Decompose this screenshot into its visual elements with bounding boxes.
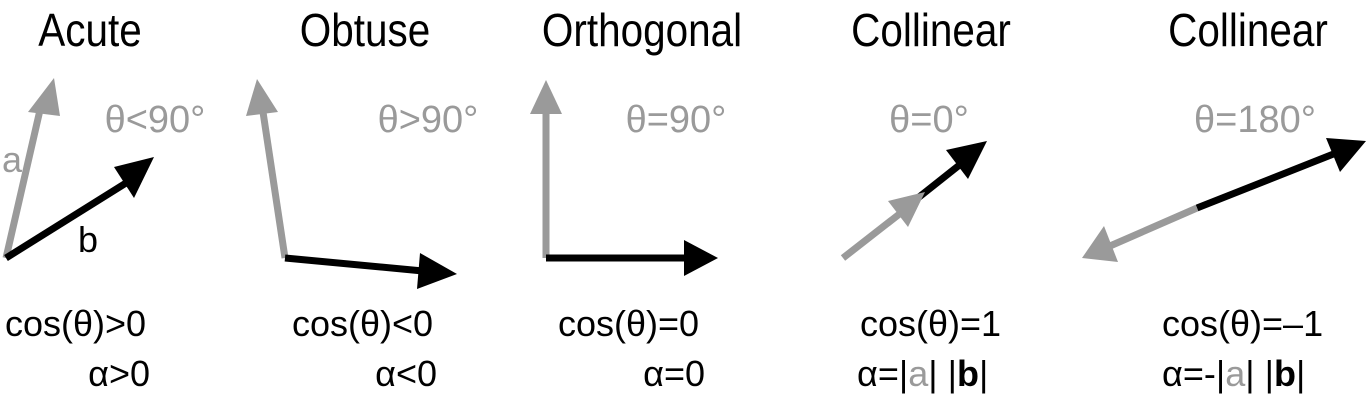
cos-formula: cos(θ)=1	[860, 303, 1001, 344]
cos-formula: cos(θ)<0	[292, 303, 433, 344]
panel-title: Collinear	[1168, 6, 1328, 57]
angle-label: θ>90°	[378, 99, 479, 141]
panel-collinear-180: Collinear θ=180° cos(θ)=–1 α=-|a| |b|	[1082, 6, 1366, 394]
vector-a	[246, 79, 289, 259]
panel-orthogonal: Orthogonal θ=90° cos(θ)=0 α=0	[530, 6, 742, 394]
vector-b	[284, 253, 457, 289]
vector-b-label: b	[78, 219, 98, 260]
panel-collinear-0: Collinear θ=0° cos(θ)=1 α=|a| |b|	[840, 6, 1011, 394]
alpha-formula: α<0	[375, 353, 437, 394]
panel-title: Obtuse	[300, 6, 430, 57]
panel-acute: Acute θ<90° a b cos(θ)>0 α>0	[2, 6, 205, 394]
panel-obtuse: Obtuse θ>90° cos(θ)<0 α<0	[246, 6, 478, 394]
vector-a	[530, 80, 562, 258]
angle-label: θ<90°	[105, 99, 206, 141]
cos-formula: cos(θ)=–1	[1162, 303, 1323, 344]
panel-title: Acute	[38, 6, 141, 57]
vector-b	[546, 240, 718, 276]
alpha-formula: α=-|a| |b|	[1162, 353, 1305, 394]
cos-formula: cos(θ)>0	[5, 303, 146, 344]
angle-label: θ=0°	[889, 99, 969, 141]
vector-a-label: a	[2, 139, 23, 180]
panel-title: Orthogonal	[542, 6, 742, 57]
cos-formula: cos(θ)=0	[558, 303, 699, 344]
vector-a	[1082, 204, 1199, 262]
alpha-formula: α>0	[88, 353, 150, 394]
vector-b	[1195, 138, 1366, 212]
alpha-formula: α=|a| |b|	[857, 353, 988, 394]
alpha-formula: α=0	[643, 353, 705, 394]
panel-title: Collinear	[851, 6, 1011, 57]
angle-label: θ=90°	[626, 99, 727, 141]
vector-a	[2, 78, 60, 259]
vector-b	[4, 157, 154, 261]
angle-label: θ=180°	[1194, 99, 1316, 141]
vector-a	[840, 192, 925, 261]
